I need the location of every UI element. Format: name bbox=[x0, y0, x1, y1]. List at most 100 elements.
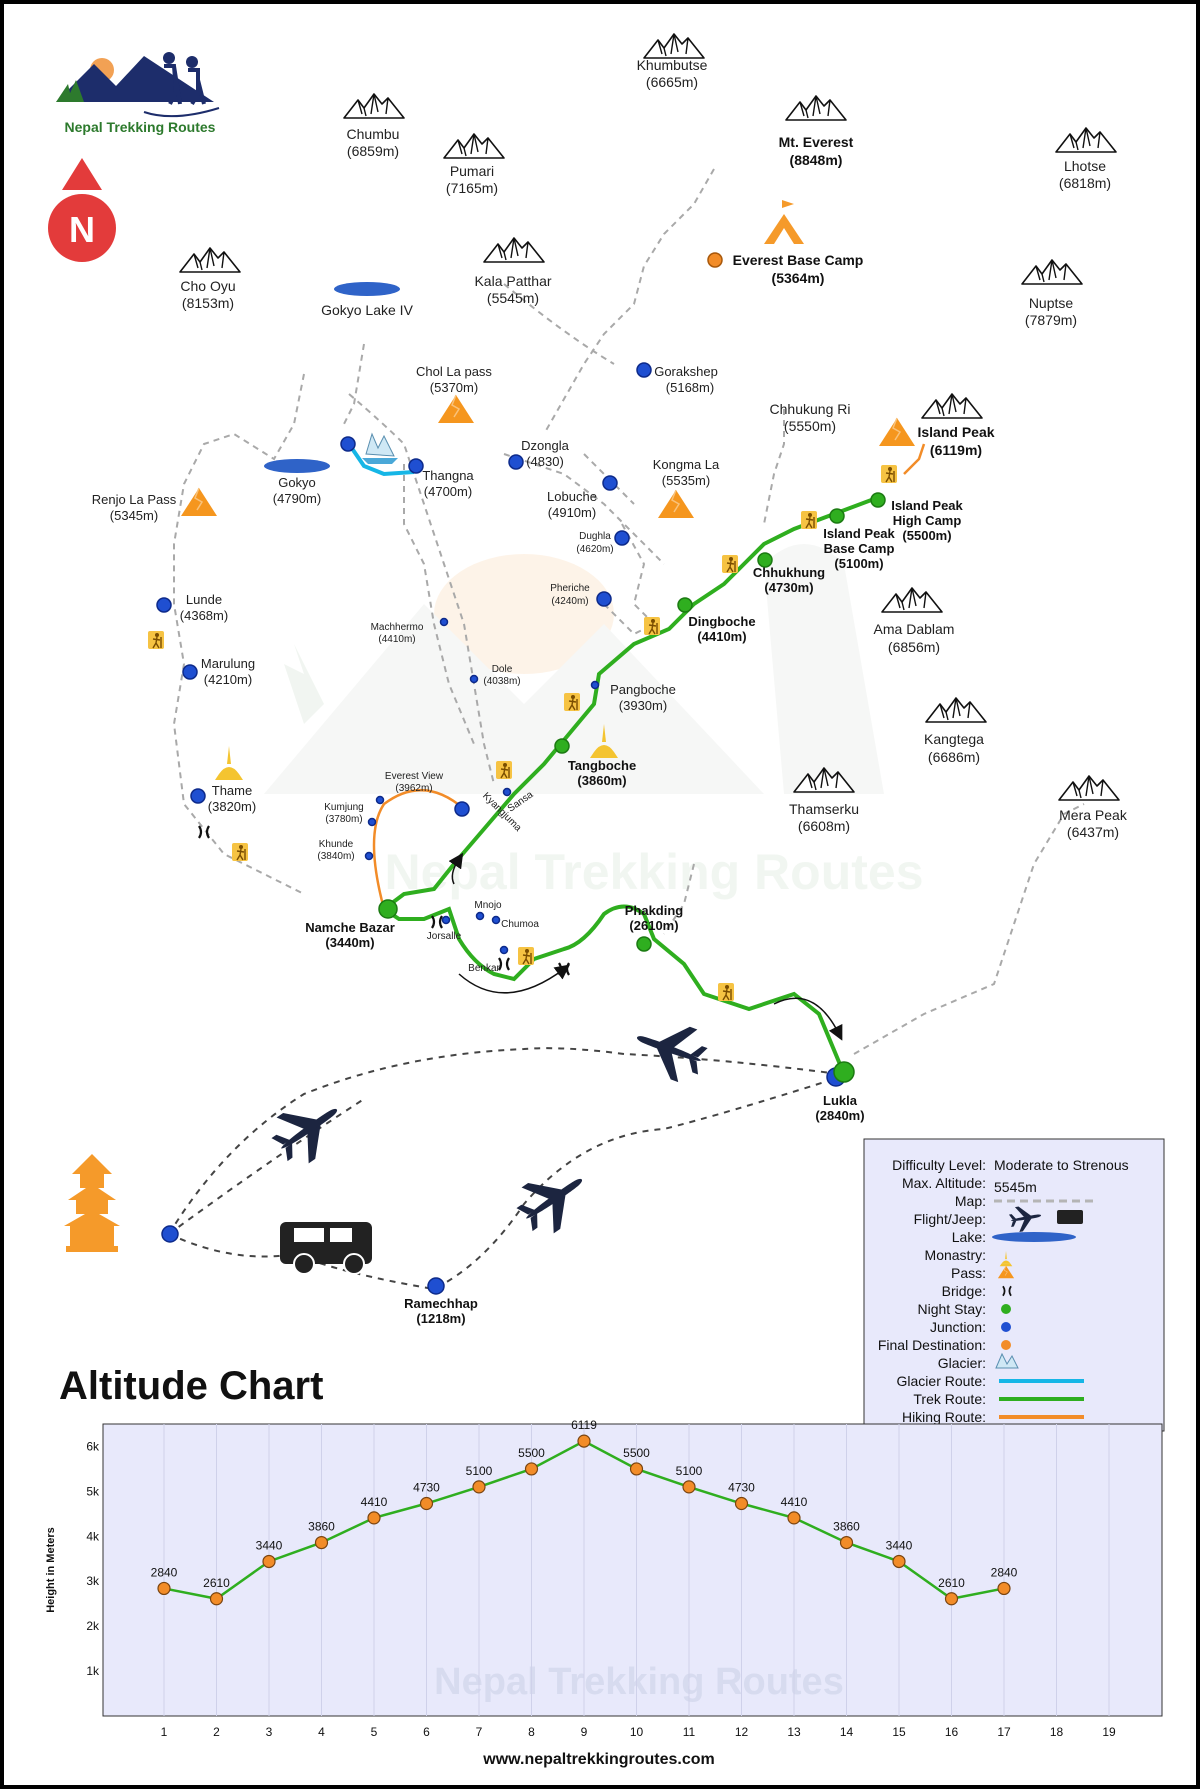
svg-text:(6437m): (6437m) bbox=[1067, 824, 1119, 840]
place-chhukhung: Chhukhung(4730m) bbox=[753, 565, 825, 595]
altitude-point bbox=[367, 1511, 381, 1525]
svg-text:Island Peak: Island Peak bbox=[917, 424, 994, 440]
altitude-point bbox=[524, 1462, 539, 1476]
svg-text:(5364m): (5364m) bbox=[772, 270, 825, 286]
island-peak-pass-icon bbox=[878, 417, 916, 447]
svg-text:Thamserku: Thamserku bbox=[789, 801, 859, 817]
legend-difficulty-label: Difficulty Level: bbox=[892, 1157, 986, 1173]
svg-text:Gokyo: Gokyo bbox=[278, 475, 316, 490]
place-gokyo: Gokyo(4790m) bbox=[273, 475, 321, 506]
chol-la-pass-icon bbox=[437, 394, 475, 424]
x-tick-label: 3 bbox=[266, 1725, 273, 1739]
altitude-point bbox=[787, 1511, 801, 1525]
place-thame: Thame(3820m) bbox=[208, 783, 256, 814]
svg-text:Namche Bazar: Namche Bazar bbox=[305, 920, 395, 935]
altitude-data-label: 5500 bbox=[518, 1446, 545, 1460]
place-lobuche: Lobuche(4910m) bbox=[547, 489, 597, 520]
svg-text:(5345m): (5345m) bbox=[110, 508, 158, 523]
peak-khumbutse: Khumbutse(6665m) bbox=[637, 33, 708, 90]
chart-x-grid bbox=[163, 1424, 1110, 1716]
svg-text:Kongma La: Kongma La bbox=[653, 457, 720, 472]
svg-text:Cho Oyu: Cho Oyu bbox=[180, 278, 235, 294]
chart-title: Altitude Chart bbox=[59, 1364, 323, 1408]
legend-junction-label: Junction: bbox=[930, 1319, 986, 1335]
trek-route-lower bbox=[382, 904, 846, 1076]
svg-text:(4790m): (4790m) bbox=[273, 491, 321, 506]
place-ebc: Everest Base Camp(5364m) bbox=[733, 252, 864, 286]
altitude-point bbox=[262, 1554, 276, 1569]
svg-text:Tangboche: Tangboche bbox=[568, 758, 636, 773]
svg-text:Khumbutse: Khumbutse bbox=[637, 57, 708, 73]
peak-cho-oyu: Cho Oyu(8153m) bbox=[179, 247, 241, 311]
altitude-data-label: 2610 bbox=[203, 1576, 230, 1590]
place-jorsalle: Jorsalle bbox=[427, 931, 462, 942]
kongma-la-pass-icon bbox=[657, 489, 695, 519]
svg-text:Mera Peak: Mera Peak bbox=[1059, 807, 1128, 823]
x-tick-label: 10 bbox=[630, 1725, 644, 1739]
svg-text:(5168m): (5168m) bbox=[666, 380, 714, 395]
jeep-icon bbox=[280, 1222, 372, 1275]
altitude-point bbox=[997, 1581, 1011, 1596]
x-tick-label: 6 bbox=[423, 1725, 430, 1739]
altitude-point bbox=[734, 1496, 749, 1511]
svg-text:Pangboche: Pangboche bbox=[610, 682, 676, 697]
peak-pumari: Pumari(7165m) bbox=[443, 133, 505, 196]
place-pangboche: Pangboche(3930m) bbox=[610, 682, 676, 713]
place-chol-la: Chol La pass(5370m) bbox=[416, 364, 492, 395]
svg-text:(4210m): (4210m) bbox=[204, 672, 252, 687]
altitude-data-label: 4410 bbox=[361, 1495, 388, 1509]
altitude-point bbox=[577, 1434, 591, 1448]
y-tick-label: 3k bbox=[86, 1574, 100, 1588]
svg-text:Kumjung: Kumjung bbox=[324, 802, 363, 813]
footer-url[interactable]: www.nepaltrekkingroutes.com bbox=[482, 1751, 714, 1768]
altitude-data-label: 3440 bbox=[886, 1538, 913, 1552]
altitude-data-label: 5100 bbox=[466, 1464, 493, 1478]
altitude-data-label: 2840 bbox=[991, 1565, 1018, 1579]
north-arrow-icon: N bbox=[48, 158, 116, 262]
svg-text:(3860m): (3860m) bbox=[577, 773, 626, 788]
peak-thamserku: Thamserku(6608m) bbox=[789, 767, 859, 834]
svg-text:(4910m): (4910m) bbox=[548, 505, 596, 520]
x-tick-label: 4 bbox=[318, 1725, 325, 1739]
map-trails bbox=[172, 168, 1085, 1055]
x-tick-label: 12 bbox=[735, 1725, 749, 1739]
peak-everest: Mt. Everest(8848m) bbox=[779, 95, 854, 168]
svg-text:Renjo La Pass: Renjo La Pass bbox=[92, 492, 177, 507]
altitude-point bbox=[839, 1535, 854, 1550]
final-destination-dot bbox=[707, 252, 723, 268]
svg-text:(3840m): (3840m) bbox=[317, 851, 354, 862]
svg-text:Pheriche: Pheriche bbox=[550, 583, 590, 594]
altitude-points bbox=[157, 1434, 1011, 1606]
route-direction-arrows bbox=[448, 852, 843, 1041]
svg-text:Lhotse: Lhotse bbox=[1064, 158, 1106, 174]
place-everest-view: Everest View(3962m) bbox=[385, 771, 444, 794]
north-letter: N bbox=[69, 209, 95, 250]
place-renjo-la: Renjo La Pass(5345m) bbox=[92, 492, 177, 523]
night-stay-dots bbox=[378, 492, 886, 1083]
x-tick-label: 11 bbox=[683, 1725, 696, 1739]
legend-pass-label: Pass: bbox=[951, 1265, 986, 1281]
svg-text:Phakding: Phakding bbox=[625, 903, 684, 918]
svg-text:Lobuche: Lobuche bbox=[547, 489, 597, 504]
chart-watermark: Nepal Trekking Routes bbox=[434, 1661, 844, 1703]
svg-text:(2610m): (2610m) bbox=[629, 918, 678, 933]
altitude-data-label: 5500 bbox=[623, 1446, 650, 1460]
x-tick-label: 15 bbox=[892, 1725, 906, 1739]
altitude-point bbox=[944, 1592, 959, 1606]
x-tick-label: 14 bbox=[840, 1725, 854, 1739]
svg-text:High Camp: High Camp bbox=[893, 513, 962, 528]
y-tick-label: 6k bbox=[86, 1439, 100, 1453]
y-tick-label: 1k bbox=[86, 1664, 100, 1678]
svg-text:Base Camp: Base Camp bbox=[824, 541, 895, 556]
y-tick-label: 4k bbox=[86, 1529, 100, 1543]
legend-maxalt-label: Max. Altitude: bbox=[902, 1175, 986, 1191]
hiking-route-island-peak bbox=[903, 443, 926, 475]
legend-bridge-label: Bridge: bbox=[942, 1283, 986, 1299]
svg-text:(5100m): (5100m) bbox=[834, 556, 883, 571]
brand-name: Nepal Trekking Routes bbox=[65, 119, 216, 135]
place-thangna: Thangna(4700m) bbox=[422, 468, 474, 499]
altitude-point bbox=[157, 1581, 171, 1596]
x-tick-label: 1 bbox=[161, 1725, 168, 1739]
svg-text:Thangna: Thangna bbox=[422, 468, 474, 483]
